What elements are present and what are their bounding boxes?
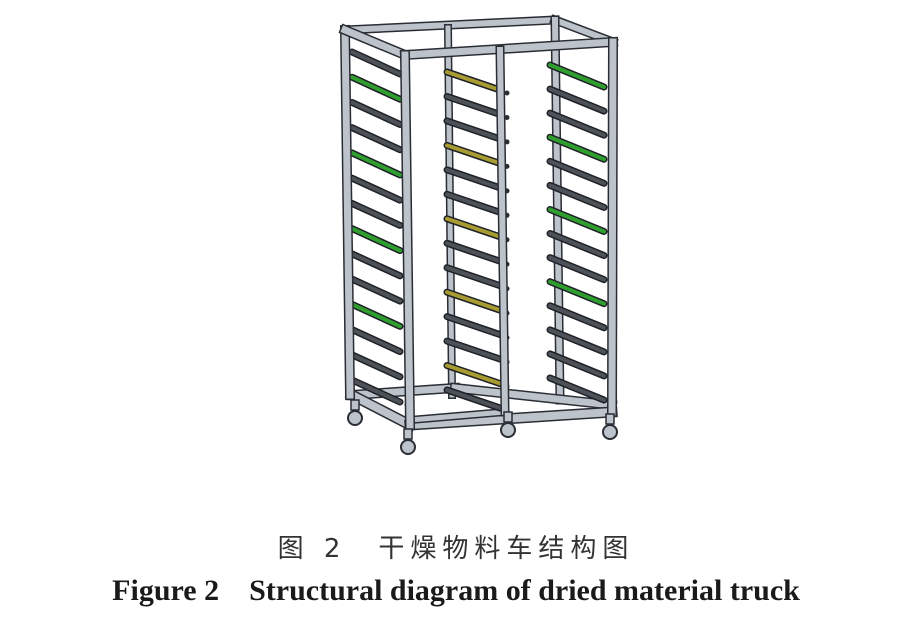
rack-rung-right-8: [548, 255, 606, 282]
rack-rung-middle-12: [445, 363, 502, 386]
rack-rung-left-2: [350, 100, 402, 127]
caster-wheel-0: [347, 410, 363, 426]
rack-rung-right-7: [548, 231, 606, 258]
caster-mount-1: [403, 428, 413, 440]
frame-bottom-right: [451, 384, 616, 409]
rack-rung-left-4: [350, 150, 402, 177]
rack-rung-middle-3: [445, 143, 502, 166]
rack-rung-left-7: [350, 226, 402, 253]
rack-rung-right-13: [548, 376, 606, 402]
rack-rung-middle-0: [445, 70, 502, 92]
rack-rung-right-10: [548, 303, 606, 330]
caster-mount-3: [605, 413, 615, 425]
rack-structure: [338, 14, 619, 455]
rack-rung-left-12: [350, 352, 402, 379]
rack-rung-right-9: [548, 279, 606, 306]
frame-post-middle: [496, 46, 509, 416]
figure-caption-chinese: 图 2 干燥物料车结构图: [277, 534, 635, 564]
frame-post-front-right: [401, 51, 414, 429]
rack-rung-left-10: [350, 302, 402, 329]
rack-rung-left-0: [350, 50, 402, 76]
rack-rung-middle-13: [445, 388, 502, 410]
frame-bottom-left: [346, 389, 416, 431]
caster-mount-0: [350, 399, 360, 411]
rack-rung-right-4: [548, 159, 606, 186]
rack-rung-middle-5: [445, 192, 502, 215]
rack-rung-right-6: [548, 207, 606, 234]
rack-rung-right-3: [548, 135, 606, 162]
rack-rung-middle-4: [445, 167, 502, 190]
caster-mount-2: [503, 411, 513, 423]
rack-rung-left-13: [350, 378, 402, 404]
rack-rung-middle-8: [445, 265, 502, 288]
frame-top-left: [340, 25, 410, 60]
frame-post-back-middle: [445, 25, 455, 398]
rack-diagram: [338, 14, 619, 455]
rack-rung-left-1: [350, 75, 402, 102]
rack-peg-middle-1: [504, 114, 510, 120]
frame-bottom-middle: [407, 409, 508, 423]
rack-rung-left-8: [350, 251, 402, 278]
figure-caption-english: Figure 2 Structural diagram of dried mat…: [112, 574, 800, 607]
caster-wheel-1: [400, 439, 416, 455]
rack-rung-left-9: [350, 277, 402, 304]
rack-rung-middle-10: [445, 314, 502, 337]
rack-rung-middle-9: [445, 290, 502, 313]
rack-rung-left-5: [350, 176, 402, 203]
rack-rung-right-1: [548, 87, 606, 114]
frame-post-front-left: [341, 26, 354, 399]
rack-rung-left-6: [350, 201, 402, 228]
rack-rung-middle-1: [445, 94, 502, 117]
rack-rung-middle-6: [445, 216, 502, 239]
frame-top-front: [401, 38, 617, 59]
rack-rung-middle-2: [445, 118, 502, 141]
rack-rung-right-11: [548, 327, 606, 354]
rack-rung-middle-7: [445, 241, 502, 264]
rack-rung-right-2: [548, 111, 606, 138]
caster-wheel-3: [602, 424, 618, 440]
frame-bottom-back-left: [348, 384, 459, 399]
rack-rung-right-5: [548, 183, 606, 210]
rack-rung-right-0: [548, 63, 606, 89]
frame-post-right: [608, 38, 617, 416]
rack-rung-left-11: [350, 327, 402, 354]
rack-rung-middle-11: [445, 339, 502, 362]
rack-rung-left-3: [350, 125, 402, 152]
rack-peg-middle-0: [504, 90, 510, 96]
rack-rung-right-12: [548, 351, 606, 378]
caster-wheel-2: [500, 422, 516, 438]
